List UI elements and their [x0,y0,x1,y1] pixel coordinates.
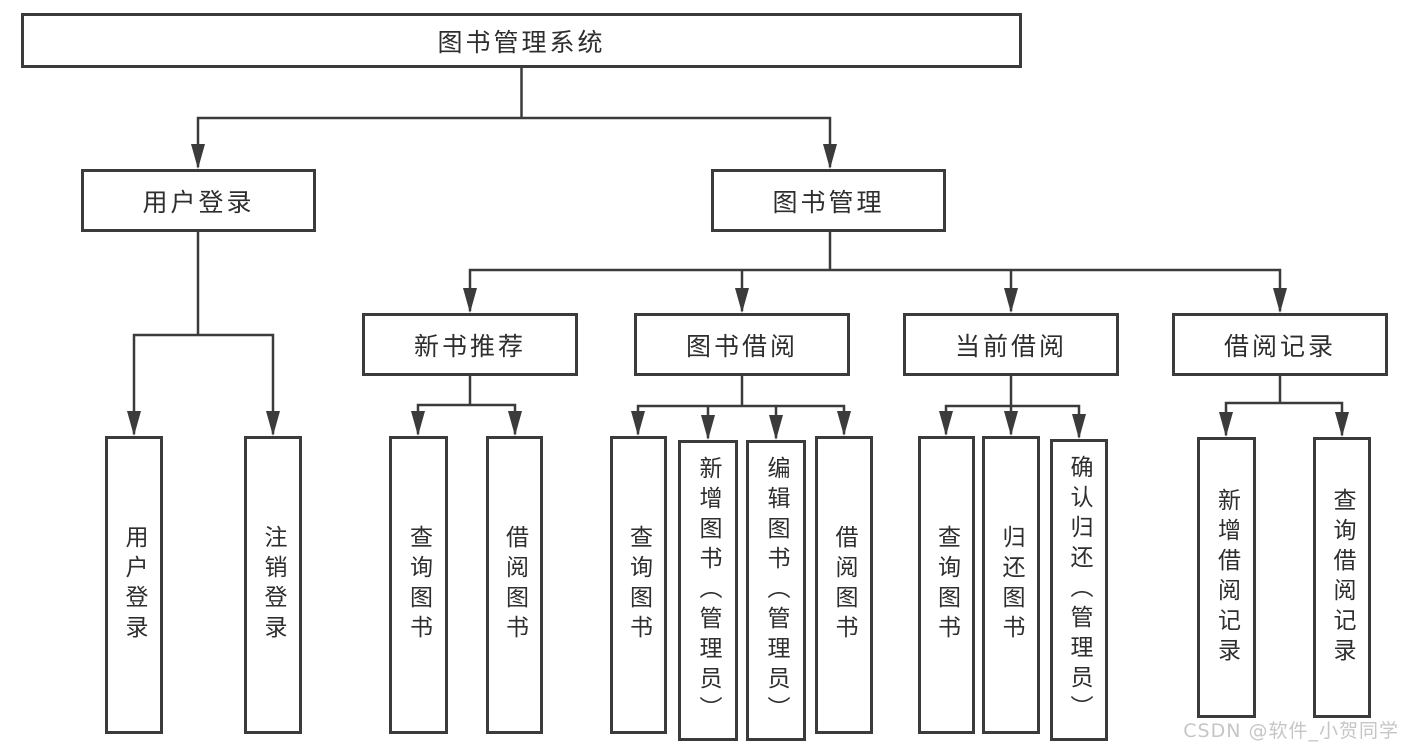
watermark: CSDN @软件_小贺同学 [1183,720,1399,742]
leaf-edit-book-admin: 编辑图书（管理员） [746,440,806,741]
node-new-book-recommend: 新书推荐 [362,313,578,376]
leaf-borrow-borrow-books: 借阅图书 [815,436,873,734]
connector-mgmt-to-level3 [468,230,1282,312]
node-book-management: 图书管理 [711,169,946,232]
leaf-return-book: 归还图书 [982,436,1040,734]
leaf-current-query-books: 查询图书 [918,436,975,734]
connector-root-to-level2 [196,66,832,168]
connector-records-to-leaves [1224,374,1344,436]
connector-bookborrow-to-leaves [636,374,846,439]
node-current-borrow: 当前借阅 [903,313,1119,376]
node-root: 图书管理系统 [21,13,1022,68]
node-user-login: 用户登录 [81,169,316,232]
leaf-logout: 注销登录 [244,436,302,734]
node-borrow-records: 借阅记录 [1172,313,1388,376]
leaf-newbook-borrow-books: 借阅图书 [486,436,543,734]
leaf-user-login: 用户登录 [105,436,163,734]
leaf-borrow-query-books: 查询图书 [610,436,667,734]
node-book-borrow: 图书借阅 [634,313,850,376]
leaf-newbook-query-books: 查询图书 [389,436,448,734]
leaf-query-borrow-record: 查询借阅记录 [1313,437,1371,718]
connector-login-to-leaves [132,230,275,435]
leaf-add-borrow-record: 新增借阅记录 [1197,437,1256,718]
arrowheads [127,144,1349,440]
connector-newbook-to-leaves [416,374,517,435]
leaf-add-book-admin: 新增图书（管理员） [678,440,738,741]
leaf-confirm-return-admin: 确认归还（管理员） [1050,439,1108,741]
